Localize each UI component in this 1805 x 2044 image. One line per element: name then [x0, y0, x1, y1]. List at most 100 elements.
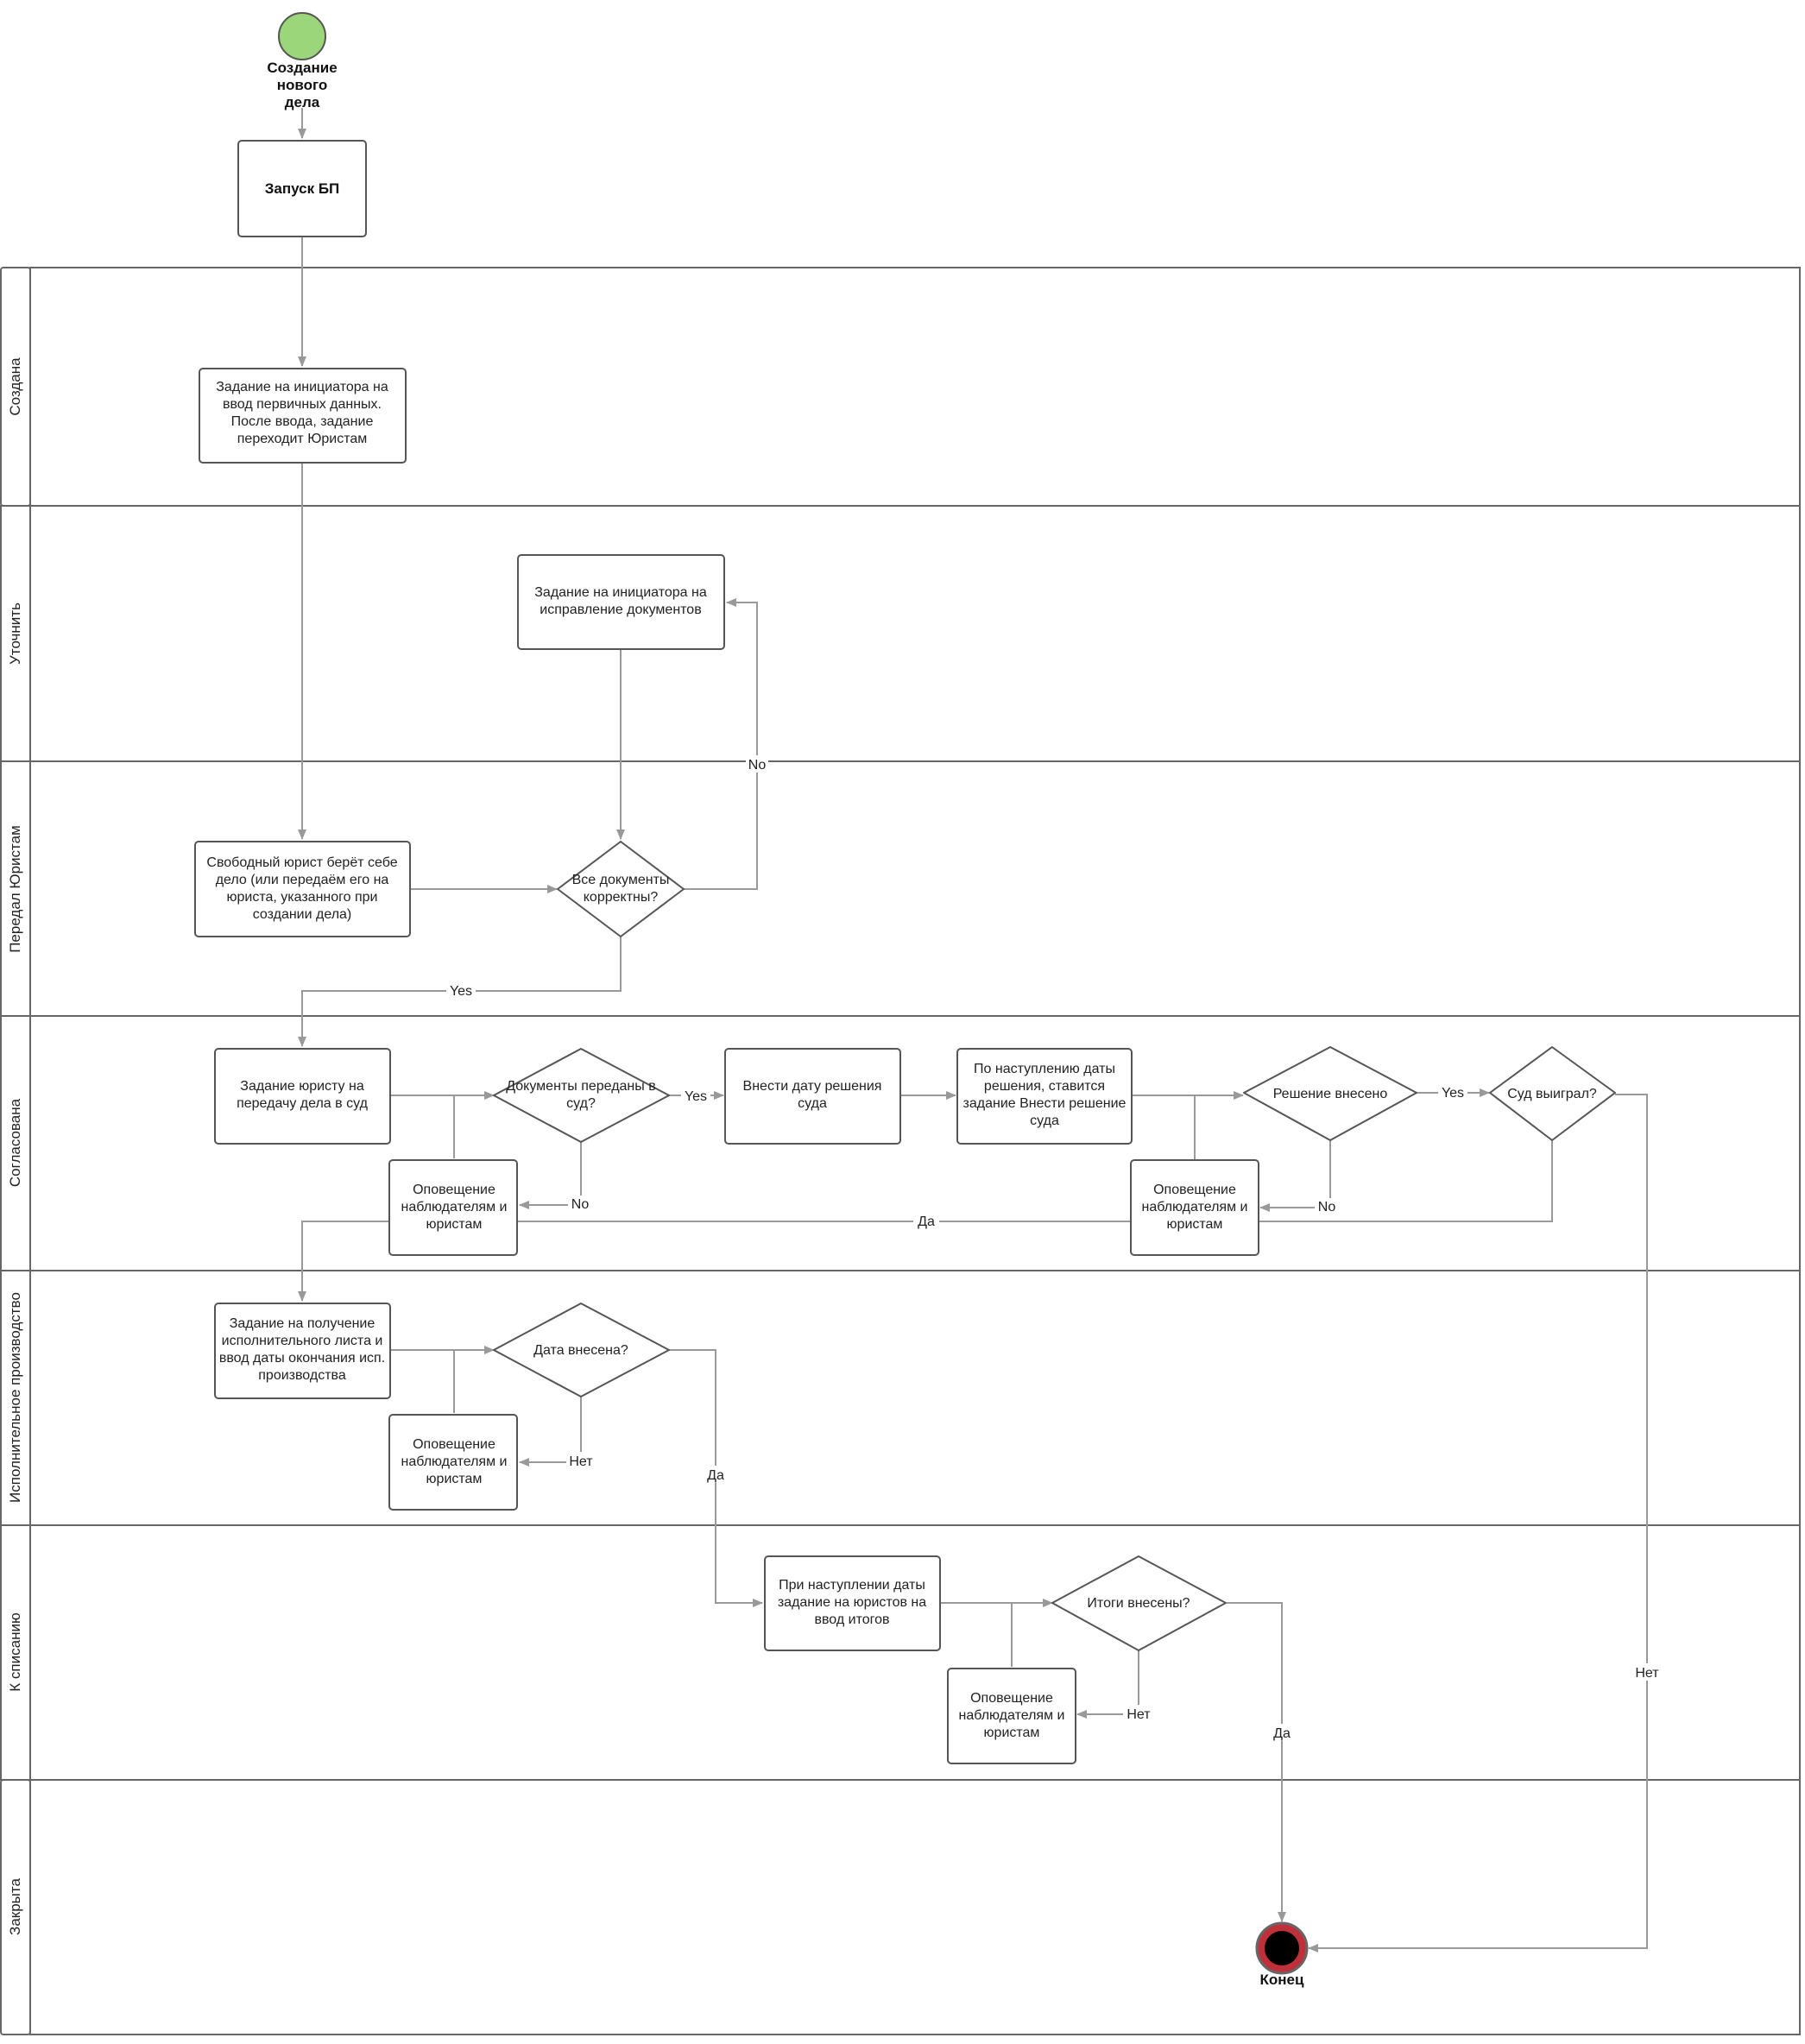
task-launch[interactable]: Запуск БП: [237, 140, 367, 237]
t6-line-2: решения, ставится: [984, 1079, 1105, 1094]
t8-line-3: ввод итогов: [814, 1612, 889, 1627]
task-notify-observers-1[interactable]: Оповещение наблюдателям и юристам: [388, 1159, 518, 1256]
end-label: Конец: [1260, 1971, 1304, 1988]
edge-label-no-d1: No: [748, 758, 767, 773]
t6-line-1: По наступлению даты: [974, 1062, 1115, 1076]
d5-line-1: Дата внесена?: [533, 1343, 628, 1358]
edge-label-no-d3: No: [1318, 1200, 1336, 1214]
d3-line-1: Решение внесено: [1273, 1087, 1388, 1101]
t4-line-2: передачу дела в суд: [237, 1096, 368, 1111]
edge-label-yes-d2: Yes: [685, 1089, 707, 1104]
t3-line-3: юриста, указанного при: [227, 890, 378, 905]
t6-line-3: задание Внести решение: [963, 1096, 1127, 1111]
n3-line-3: юристам: [426, 1472, 483, 1486]
d2-line-2: суд?: [566, 1096, 596, 1111]
decision-results-entered[interactable]: Итоги внесены?: [1051, 1555, 1227, 1651]
edge-labels: No Yes Yes No Yes No Да Нет Да Нет Да Не…: [446, 755, 1663, 1741]
edge-d6-end-da: [1227, 1602, 1286, 1922]
task-notify-observers-3[interactable]: Оповещение наблюдателям и юристам: [388, 1414, 518, 1511]
edge-label-net-d6: Нет: [1127, 1707, 1151, 1722]
end-event[interactable]: Конец: [1255, 1921, 1309, 1988]
n1-line-1: Оповещение: [413, 1183, 495, 1197]
t8-line-2: задание на юристов на: [778, 1595, 926, 1610]
n4-line-3: юристам: [984, 1725, 1040, 1740]
start-event[interactable]: Создание нового дела: [267, 12, 338, 110]
d1-line-1: Все документы: [572, 873, 670, 887]
end-core: [1265, 1931, 1299, 1965]
edge-n2-d3: [1194, 1095, 1207, 1159]
start-label-line-2: нового: [277, 77, 328, 93]
n1-line-3: юристам: [426, 1217, 483, 1232]
edge-label-no-d2: No: [571, 1197, 590, 1212]
t7-line-4: производства: [258, 1368, 346, 1383]
edge-label-yes-d1: Yes: [450, 984, 472, 999]
task-free-lawyer-takes-case[interactable]: Свободный юрист берёт себе дело (или пер…: [194, 841, 411, 937]
task-lawyer-transfer-to-court[interactable]: Задание юристу на передачу дела в суд: [214, 1048, 391, 1145]
decision-decision-entered[interactable]: Решение внесено: [1243, 1046, 1417, 1141]
n2-line-1: Оповещение: [1153, 1183, 1236, 1197]
lane-label-agreed: Согласована: [7, 1098, 23, 1187]
edge-label-net-d4: Нет: [1635, 1666, 1659, 1681]
t2-line-1: Задание на инициатора на: [534, 585, 707, 600]
task-get-writ-of-execution[interactable]: Задание на получение исполнительного лис…: [214, 1303, 391, 1399]
task-enter-decision-date[interactable]: Внести дату решения суда: [724, 1048, 901, 1145]
t1-line-2: ввод первичных данных.: [223, 397, 382, 412]
decision-documents-correct[interactable]: Все документы корректны?: [557, 841, 685, 937]
d1-line-2: корректны?: [584, 890, 659, 905]
t1-line-3: После ввода, задание: [231, 414, 374, 429]
edge-label-da-d6: Да: [1273, 1726, 1291, 1741]
t1-line-1: Задание на инициатора на: [216, 380, 388, 394]
edge-label-da-d5: Да: [707, 1468, 724, 1483]
lane-clarify: Уточнить: [0, 505, 1801, 762]
lane-label-closed: Закрыта: [7, 1878, 23, 1935]
d6-line-1: Итоги внесены?: [1087, 1596, 1190, 1611]
n4-line-2: наблюдателям и: [959, 1708, 1065, 1723]
t6-line-4: суда: [1030, 1113, 1059, 1128]
task-on-decision-date[interactable]: По наступлению даты решения, ставится за…: [956, 1048, 1133, 1145]
start-label-line-1: Создание: [267, 60, 337, 76]
t1-line-4: переходит Юристам: [237, 432, 367, 446]
lane-label-enforcement: Исполнительное производство: [7, 1292, 23, 1503]
edge-label-net-d5: Нет: [569, 1454, 593, 1469]
lane-label-handed-to-lawyers: Передал Юристам: [7, 825, 23, 953]
decision-date-entered[interactable]: Дата внесена?: [493, 1303, 670, 1397]
decision-documents-transferred[interactable]: Документы переданы в суд?: [493, 1048, 670, 1143]
t4-line-1: Задание юристу на: [240, 1079, 364, 1094]
task-enter-results[interactable]: При наступлении даты задание на юристов …: [764, 1555, 941, 1651]
task-notify-observers-4[interactable]: Оповещение наблюдателям и юристам: [947, 1668, 1076, 1764]
t3-line-4: создании дела): [253, 907, 352, 922]
t7-line-1: Задание на получение: [230, 1316, 376, 1331]
n2-line-2: наблюдателям и: [1142, 1200, 1248, 1214]
t7-line-2: исполнительного листа и: [222, 1334, 383, 1348]
edge-label-da-d4: Да: [918, 1214, 935, 1229]
lane-label-created: Создана: [7, 357, 23, 416]
task-initiator-primary-data[interactable]: Задание на инициатора на ввод первичных …: [199, 368, 407, 464]
t5-line-1: Внести дату решения: [743, 1079, 882, 1094]
t2-line-2: исправление документов: [540, 602, 701, 617]
t8-line-1: При наступлении даты: [779, 1578, 925, 1593]
decision-court-won[interactable]: Суд выиграл?: [1489, 1046, 1616, 1141]
start-circle: [278, 12, 326, 60]
task-initiator-fix-documents[interactable]: Задание на инициатора на исправление док…: [517, 554, 725, 650]
edge-d1-t2-no: [684, 598, 758, 890]
t3-line-2: дело (или передаём его на: [216, 873, 389, 887]
lane-label-to-write-off: К списанию: [7, 1612, 23, 1692]
start-label-line-3: дела: [285, 94, 320, 110]
t5-line-2: суда: [798, 1096, 827, 1111]
t3-line-1: Свободный юрист берёт себе: [206, 855, 397, 870]
d2-line-1: Документы переданы в: [506, 1079, 655, 1094]
n1-line-2: наблюдателям и: [401, 1200, 508, 1214]
task-notify-observers-2[interactable]: Оповещение наблюдателям и юристам: [1130, 1159, 1259, 1256]
t7-line-3: ввод даты окончания исп.: [219, 1351, 385, 1366]
edge-label-yes-d3: Yes: [1442, 1086, 1464, 1101]
n4-line-1: Оповещение: [970, 1691, 1053, 1706]
n2-line-3: юристам: [1167, 1217, 1223, 1232]
d4-line-1: Суд выиграл?: [1507, 1087, 1597, 1101]
n3-line-2: наблюдателям и: [401, 1454, 508, 1469]
n3-line-1: Оповещение: [413, 1437, 495, 1452]
task-launch-label: Запуск БП: [265, 180, 340, 197]
lane-closed: Закрыта: [0, 1779, 1801, 2035]
lane-label-clarify: Уточнить: [7, 602, 23, 665]
